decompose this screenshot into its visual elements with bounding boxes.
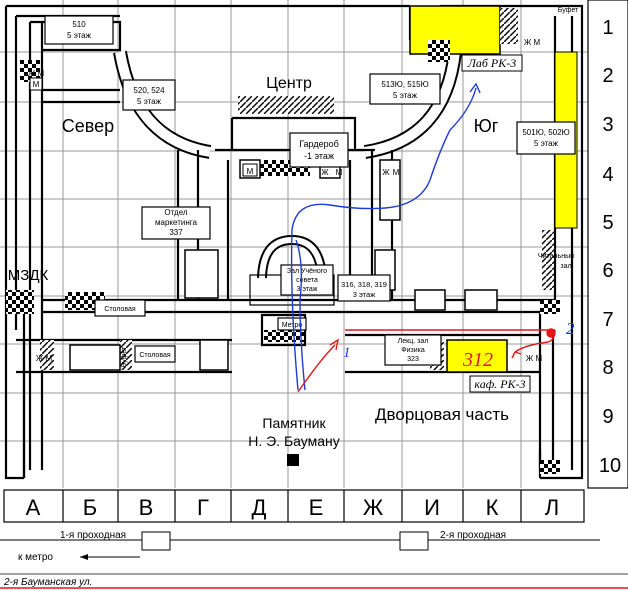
col-label: Е <box>309 495 324 520</box>
toilet-labels: М Ж М М Ж М Ж М Ж М Ж М Ж М <box>28 38 543 363</box>
toilet-zm-right: Ж М <box>526 354 543 363</box>
room-lekts-2: Физика <box>401 347 425 354</box>
room-520: 520, 524 <box>133 86 165 95</box>
room-510-floor: 5 этаж <box>67 31 92 40</box>
toilet-m-center-2: М <box>336 168 343 177</box>
area-dvortsovaya: Дворцовая часть <box>375 405 509 424</box>
col-label: А <box>26 495 41 520</box>
metro-arrow-icon <box>80 554 88 560</box>
entrance-2-label: 2-я проходная <box>440 530 506 541</box>
note-lab-rk3: Лаб РК-3 <box>467 56 516 70</box>
room-chitalny-2: зал <box>560 263 571 270</box>
col-label: Г <box>197 495 209 520</box>
room-otdel: Отдел <box>164 208 187 217</box>
note-room-312: 312 <box>462 349 493 371</box>
kaf-rk3-area <box>446 339 508 373</box>
street-name: 2-я Бауманская ул. <box>3 577 92 588</box>
street-section: 1-я проходная 2-я проходная к метро 2-я … <box>0 530 628 589</box>
row-label: 1 <box>602 17 613 39</box>
room-bufet-top: Буфет <box>558 7 579 14</box>
row-label: 10 <box>599 455 621 477</box>
room-stolovaya-1: Столовая <box>104 306 136 313</box>
room-lekts: Лекц. зал <box>398 338 429 345</box>
area-mzdk: МЗДК <box>8 267 49 284</box>
row-label-column: 1 2 3 4 5 6 7 8 9 10 <box>587 0 628 489</box>
area-labels: Центр Север Юг МЗДК Дворцовая часть Памя… <box>8 75 509 449</box>
room-chitalny: Читальный <box>538 252 574 260</box>
col-label: Д <box>252 495 267 520</box>
column-label-row: А Б В Г Д Е Ж И К Л <box>3 489 585 523</box>
room-316-floor: 3 этаж <box>353 290 375 299</box>
col-label: Ж <box>363 495 384 520</box>
route-blue <box>290 82 481 391</box>
room-garderob-floor: -1 этаж <box>304 151 334 161</box>
col-label: Б <box>83 495 97 520</box>
row-label: 3 <box>602 114 613 136</box>
area-yug: Юг <box>474 116 499 136</box>
row-label: 6 <box>602 260 613 282</box>
note-kaf-rk3: каф. РК-3 <box>474 377 525 391</box>
toilet-m-left2: М <box>393 168 400 177</box>
room-513-floor: 5 этаж <box>393 91 418 100</box>
entrance-1-label: 1-я проходная <box>60 530 126 541</box>
room-520-floor: 5 этаж <box>137 97 162 106</box>
room-bufet-left: Буфет <box>121 346 128 367</box>
toilet-zm-left: Ж М <box>36 354 53 363</box>
toilet-zm-south: Ж М <box>524 38 541 47</box>
room-zal: Зал Учёного <box>287 268 327 275</box>
room-metro: Метро <box>282 322 303 329</box>
room-zal-2: совета <box>296 277 318 284</box>
room-316: 316, 318, 319 <box>341 280 387 289</box>
col-label: Л <box>545 495 559 520</box>
col-label: В <box>139 495 154 520</box>
row-label: 7 <box>602 309 613 331</box>
room-stolovaya-2: Столовая <box>139 352 171 359</box>
row-label: 2 <box>602 65 613 87</box>
room-501: 501Ю, 502Ю <box>522 128 569 137</box>
room-garderob: Гардероб <box>299 139 339 149</box>
toilet-zm-north: Ж М <box>28 69 45 78</box>
room-510: 510 <box>72 20 86 29</box>
room-boxes <box>44 15 576 366</box>
entrance-2-marker <box>399 531 429 551</box>
handwritten-notes: Лаб РК-3 каф. РК-3 312 1 2 <box>343 54 575 393</box>
row-label: 8 <box>602 357 613 379</box>
toilet-m-north: М <box>33 80 40 89</box>
row-label: 5 <box>602 212 613 234</box>
toilet-zh-left2: Ж <box>382 168 390 177</box>
room-otdel-3: 337 <box>169 228 183 237</box>
area-sever: Север <box>62 116 114 136</box>
area-pamyatnik-2: Н. Э. Бауману <box>248 433 340 449</box>
room-501-floor: 5 этаж <box>534 139 559 148</box>
monument-marker <box>287 454 299 466</box>
room-513: 513Ю, 515Ю <box>381 80 428 89</box>
room-otdel-2: маркетинга <box>155 218 197 227</box>
note-step-1: 1 <box>343 345 351 361</box>
lab-rk3-area <box>409 5 501 55</box>
room-lekts-3: 323 <box>407 356 419 363</box>
row-label: 9 <box>602 406 613 428</box>
toilet-zh-center: Ж <box>321 168 329 177</box>
room-labels: 510 5 этаж 520, 524 5 этаж 513Ю, 515Ю 5 … <box>67 7 579 367</box>
room-zal-3: 3 этаж <box>297 286 318 293</box>
area-pamyatnik: Памятник <box>262 415 326 431</box>
col-label: К <box>486 495 499 520</box>
toilet-m-center: М <box>247 167 254 176</box>
col-label: И <box>424 495 440 520</box>
to-metro-label: к метро <box>18 552 53 563</box>
entrance-1-marker <box>141 531 171 551</box>
row-label: 4 <box>602 164 613 186</box>
area-tsentr: Центр <box>266 75 312 92</box>
interior-rooms <box>69 159 498 371</box>
note-step-2: 2 <box>566 319 575 338</box>
